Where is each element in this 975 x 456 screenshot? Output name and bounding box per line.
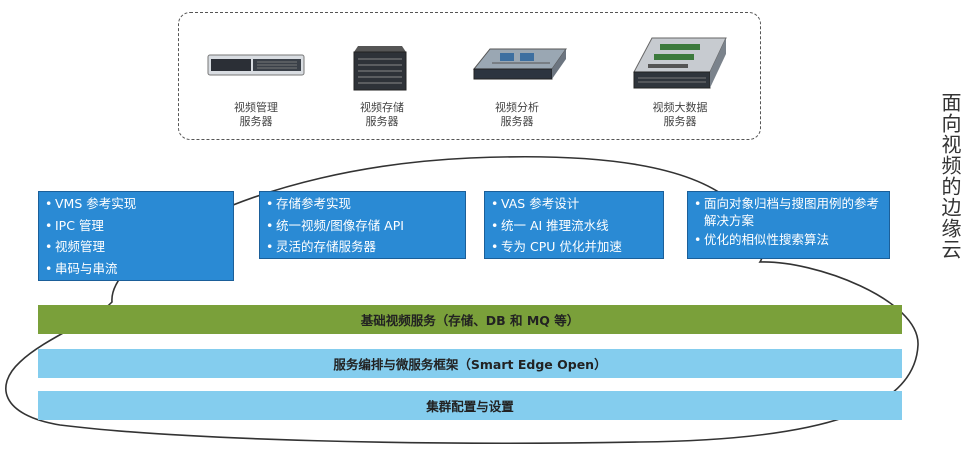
card-item: 灵活的存储服务器: [266, 236, 459, 258]
card-vms: VMS 参考实现 IPC 管理 视频管理 串码与串流: [38, 191, 234, 281]
server-label-line1: 视频存储: [360, 101, 404, 114]
server-label-video-analysis: 视频分析 服务器: [467, 101, 567, 129]
server-label-line2: 服务器: [663, 115, 697, 128]
server-label-line1: 视频大数据: [652, 101, 708, 114]
server-label-line2: 服务器: [500, 115, 534, 128]
card-item: VAS 参考设计: [491, 193, 657, 215]
card-item: 优化的相似性搜索算法: [694, 229, 883, 251]
video-management-server-icon: [207, 54, 305, 76]
server-label-video-management: 视频管理 服务器: [206, 101, 306, 129]
server-label-line2: 服务器: [239, 115, 273, 128]
server-label-line1: 视频管理: [234, 101, 278, 114]
bar-label: 基础视频服务（存储、DB 和 MQ 等）: [360, 313, 580, 328]
bar-label: 集群配置与设置: [426, 399, 514, 414]
card-item: VMS 参考实现: [45, 193, 227, 215]
server-group-box: [178, 12, 761, 140]
side-title: 面向视频的边缘云: [938, 92, 962, 260]
card-search: 面向对象归档与搜图用例的参考解决方案 优化的相似性搜索算法: [687, 191, 890, 259]
video-analysis-server-icon: [472, 48, 567, 80]
bar-orchestration: 服务编排与微服务框架（Smart Edge Open）: [38, 349, 902, 378]
bar-basic-video-services: 基础视频服务（存储、DB 和 MQ 等）: [38, 305, 902, 334]
server-label-line1: 视频分析: [495, 101, 539, 114]
card-item: 统一 AI 推理流水线: [491, 215, 657, 237]
video-storage-server-icon: [353, 46, 407, 91]
card-item: 统一视频/图像存储 API: [266, 215, 459, 237]
card-item: 专为 CPU 优化并加速: [491, 236, 657, 258]
bar-cluster-config: 集群配置与设置: [38, 391, 902, 420]
server-label-line2: 服务器: [365, 115, 399, 128]
bar-label: 服务编排与微服务框架（Smart Edge Open）: [333, 357, 607, 372]
card-item: 面向对象归档与搜图用例的参考解决方案: [694, 195, 883, 229]
card-item: 存储参考实现: [266, 193, 459, 215]
server-label-video-storage: 视频存储 服务器: [332, 101, 432, 129]
card-item: 视频管理: [45, 236, 227, 258]
card-item: IPC 管理: [45, 215, 227, 237]
server-label-video-big-data: 视频大数据 服务器: [630, 101, 730, 129]
card-item: 串码与串流: [45, 258, 227, 280]
video-big-data-server-icon: [633, 37, 727, 89]
card-storage: 存储参考实现 统一视频/图像存储 API 灵活的存储服务器: [259, 191, 466, 259]
card-vas: VAS 参考设计 统一 AI 推理流水线 专为 CPU 优化并加速: [484, 191, 664, 259]
